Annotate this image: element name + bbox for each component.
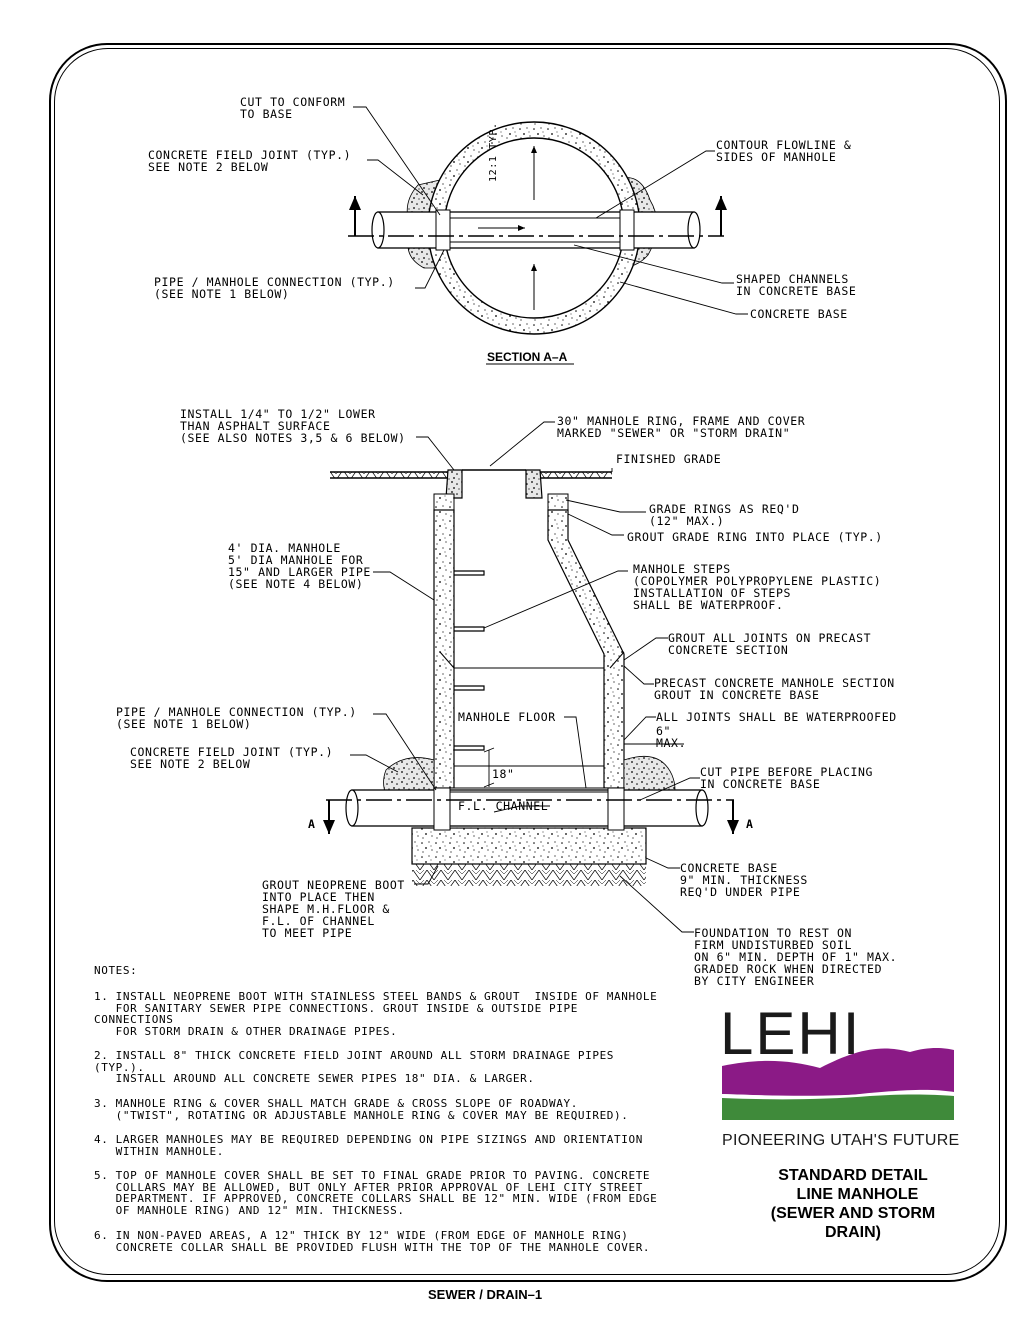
plan-pipe [377,211,695,249]
sheet-id: SEWER / DRAIN–1 [428,1287,543,1302]
label-cut-pipe: CUT PIPE BEFORE PLACING IN CONCRETE BASE [700,765,874,791]
label-grade-rings: GRADE RINGS AS REQ'D (12" MAX.) [649,502,800,528]
plan-view [348,106,748,365]
outer-border [49,43,1007,1282]
label-profile-field-joint: CONCRETE FIELD JOINT (TYP.) SEE NOTE 2 B… [130,745,334,771]
section-mark-right: A [746,817,754,831]
lehi-logo-graphic [722,1048,954,1120]
label-plan-concrete-base: CONCRETE BASE [750,307,848,321]
label-shaped-channels: SHAPED CHANNELS IN CONCRETE BASE [736,272,857,298]
label-cut-to-conform: CUT TO CONFORM TO BASE [240,95,346,121]
label-foundation: FOUNDATION TO REST ON FIRM UNDISTURBED S… [694,926,898,988]
note-5: 5. TOP OF MANHOLE COVER SHALL BE SET TO … [94,1169,658,1217]
label-install-lower: INSTALL 1/4" TO 1/2" LOWER THAN ASPHALT … [180,407,406,445]
label-eighteen: 18" [492,767,515,781]
note-6: 6. IN NON-PAVED AREAS, A 12" THICK BY 12… [94,1229,651,1254]
label-grout-boot: GROUT NEOPRENE BOOT INTO PLACE THEN SHAP… [262,878,405,940]
label-profile-concrete-base: CONCRETE BASE 9" MIN. THICKNESS REQ'D UN… [680,861,808,899]
label-profile-pipe-connection: PIPE / MANHOLE CONNECTION (TYP.) (SEE NO… [116,705,357,731]
section-mark-left: A [308,817,316,831]
inner-border [54,48,1000,1275]
label-six-max: 6" MAX. [656,724,687,750]
label-slope: 12:1 TYP. [488,122,499,182]
note-4: 4. LARGER MANHOLES MAY BE REQUIRED DEPEN… [94,1133,643,1158]
label-fl-channel: F.L. CHANNEL [458,799,549,813]
lehi-logo-word: LEHI [720,1000,862,1067]
label-manhole-dia: 4' DIA. MANHOLE 5' DIA MANHOLE FOR 15" A… [228,541,371,591]
note-1: 1. INSTALL NEOPRENE BOOT WITH STAINLESS … [94,990,658,1038]
label-manhole-steps: MANHOLE STEPS (COPOLYMER POLYPROPYLENE P… [633,562,882,612]
label-plan-pipe-connection: PIPE / MANHOLE CONNECTION (TYP.) (SEE NO… [154,275,395,301]
label-manhole-floor: MANHOLE FLOOR [458,710,556,724]
note-3: 3. MANHOLE RING & COVER SHALL MATCH GRAD… [94,1097,629,1122]
detail-title: STANDARD DETAIL LINE MANHOLE (SEWER AND … [770,1167,936,1241]
section-aa-title: SECTION A–A [487,350,568,364]
note-2: 2. INSTALL 8" THICK CONCRETE FIELD JOINT… [94,1049,615,1085]
label-grout-grade-ring: GROUT GRADE RING INTO PLACE (TYP.) [627,530,883,544]
label-precast-section: PRECAST CONCRETE MANHOLE SECTION GROUT I… [654,676,895,702]
label-finished-grade: FINISHED GRADE [616,452,722,466]
label-grout-joints: GROUT ALL JOINTS ON PRECAST CONCRETE SEC… [668,631,872,657]
profile-view [323,421,739,933]
notes-heading: NOTES: [94,964,138,977]
label-plan-field-joint: CONCRETE FIELD JOINT (TYP.) SEE NOTE 2 B… [148,148,352,174]
lehi-logo-tagline: PIONEERING UTAH'S FUTURE [722,1132,960,1149]
label-joints-waterproofed: ALL JOINTS SHALL BE WATERPROOFED [656,710,897,724]
label-contour-flowline: CONTOUR FLOWLINE & SIDES OF MANHOLE [716,138,852,164]
label-ring-frame-cover: 30" MANHOLE RING, FRAME AND COVER MARKED… [557,414,806,440]
